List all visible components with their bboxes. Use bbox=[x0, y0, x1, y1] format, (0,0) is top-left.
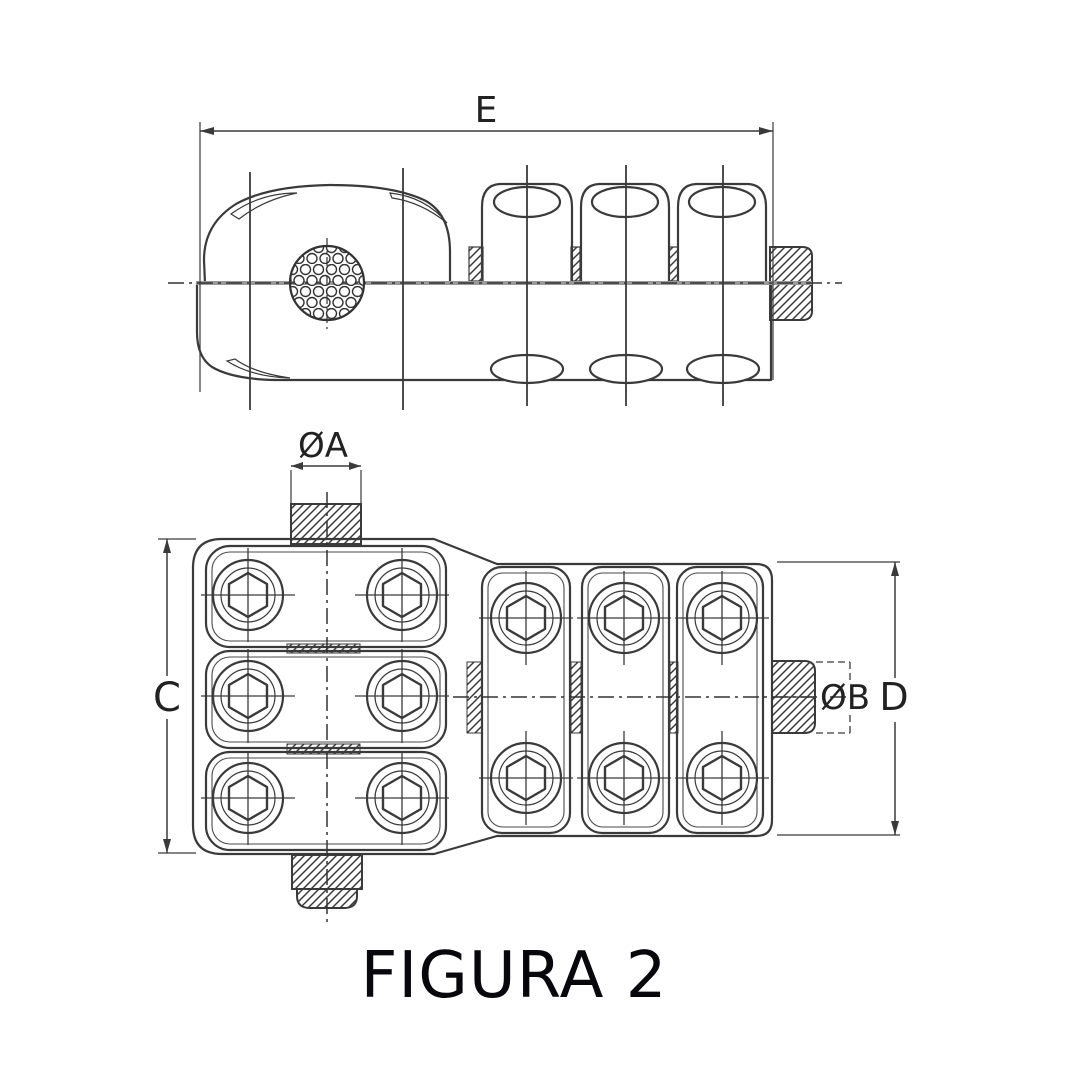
dimension-label-e: E bbox=[475, 90, 498, 131]
dimension-c: C bbox=[153, 538, 196, 854]
blend-line bbox=[225, 358, 291, 379]
dimension-ob: ØB bbox=[816, 661, 870, 734]
dim-arrow bbox=[200, 127, 214, 135]
dimension-d: D bbox=[777, 561, 909, 836]
dim-arrow bbox=[891, 821, 899, 835]
cable-gap-hatch bbox=[286, 643, 361, 654]
bolt-boss bbox=[579, 182, 671, 285]
plan-view bbox=[191, 492, 853, 927]
figure-caption: FIGURA 2 bbox=[361, 939, 668, 1013]
dimension-label-oa: ØA bbox=[298, 426, 348, 466]
dimension-e: E bbox=[199, 90, 774, 392]
dim-arrow bbox=[163, 539, 171, 553]
clamp-body-lower-half bbox=[195, 281, 773, 382]
dim-arrow bbox=[349, 462, 361, 470]
dim-arrow bbox=[291, 462, 303, 470]
dimension-oa: ØA bbox=[290, 426, 362, 503]
dim-arrow bbox=[163, 839, 171, 853]
conductor-gap-hatch bbox=[570, 246, 581, 282]
dimension-label-c: C bbox=[153, 675, 181, 721]
dim-arrow bbox=[891, 562, 899, 576]
dim-arrow bbox=[759, 127, 773, 135]
bolt-boss bbox=[676, 182, 768, 285]
cable-gap-hatch bbox=[286, 743, 361, 755]
cable-stub-top bbox=[290, 503, 362, 545]
clamp-strap bbox=[204, 649, 448, 750]
strap-inner-line bbox=[587, 572, 664, 828]
conductor-gap-hatch bbox=[668, 246, 679, 282]
side-view bbox=[168, 165, 842, 410]
blend-line bbox=[389, 192, 448, 224]
strap-inner-line bbox=[682, 572, 758, 828]
clamp-strap bbox=[580, 565, 671, 835]
strap-inner-line bbox=[211, 757, 441, 845]
clamp-strap bbox=[204, 750, 448, 852]
dimension-label-ob: ØB bbox=[820, 678, 870, 718]
clamp-body-upper-barrel bbox=[202, 183, 452, 285]
dimension-label-d: D bbox=[879, 675, 908, 719]
conductor-gap-hatch bbox=[468, 246, 484, 282]
strap-inner-line bbox=[211, 656, 441, 743]
